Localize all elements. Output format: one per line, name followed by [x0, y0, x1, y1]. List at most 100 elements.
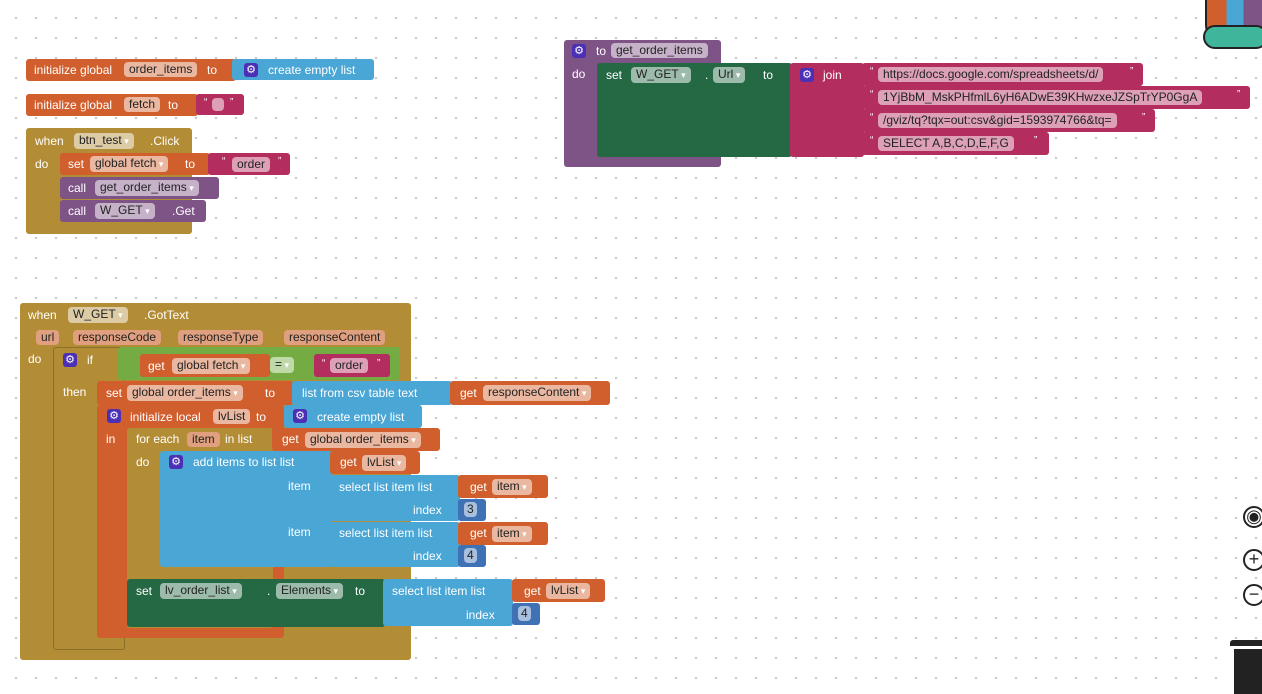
- call-get-order-items-block[interactable]: call get_order_items: [60, 177, 219, 199]
- number-block-4[interactable]: 4: [458, 545, 486, 567]
- component-dropdown[interactable]: W_GET: [68, 307, 128, 323]
- label: create empty list: [317, 410, 405, 424]
- index-label: index: [413, 549, 442, 563]
- init-global-order-items-block[interactable]: initialize global order_items to: [26, 59, 236, 81]
- var-dropdown[interactable]: lvList: [546, 583, 591, 599]
- text-field[interactable]: order: [330, 358, 369, 373]
- dot: .: [267, 584, 271, 598]
- procedure-name-field[interactable]: get_order_items: [611, 43, 708, 58]
- param-responsetype[interactable]: responseType: [178, 330, 264, 345]
- select-list-item-block-3[interactable]: select list item list index: [383, 579, 513, 626]
- set-lv-order-list-elements-block[interactable]: set lv_order_list . Elements to: [127, 579, 385, 627]
- text-field[interactable]: /gviz/tq?tqx=out:csv&gid=1593974766&tq=: [878, 113, 1117, 128]
- component-dropdown[interactable]: lv_order_list: [160, 583, 242, 599]
- create-empty-list-block[interactable]: ⚙ create empty list: [284, 405, 422, 428]
- set-global-fetch-block[interactable]: set global fetch to: [60, 153, 210, 175]
- select-list-item-block-1[interactable]: select list item list index: [330, 475, 460, 521]
- number-field[interactable]: 4: [464, 548, 477, 563]
- procedure-dropdown[interactable]: get_order_items: [95, 180, 199, 196]
- to-label: to: [596, 44, 607, 58]
- text-string-2[interactable]: “1YjBbM_MskPHfmlL6yH6ADwE39KHwzxeJZSpTrY…: [862, 86, 1250, 109]
- var-name-field[interactable]: order_items: [124, 62, 198, 77]
- set-label: set: [106, 386, 123, 400]
- mutator-gear-icon[interactable]: ⚙: [244, 63, 258, 77]
- item-label: item: [288, 479, 311, 493]
- text-field[interactable]: 1YjBbM_MskPHfmlL6yH6ADwE39KHwzxeJZSpTrYP…: [878, 90, 1203, 105]
- var-dropdown[interactable]: global order_items: [127, 385, 243, 401]
- var-dropdown[interactable]: global fetch: [90, 156, 169, 172]
- var-name-field[interactable]: fetch: [124, 97, 161, 112]
- component-dropdown[interactable]: btn_test: [74, 133, 134, 149]
- param-responsecontent[interactable]: responseContent: [284, 330, 386, 345]
- empty-text-block[interactable]: “”: [196, 94, 244, 115]
- label: create empty list: [268, 63, 356, 77]
- text-string-1[interactable]: “https://docs.google.com/spreadsheets/d/…: [862, 63, 1143, 86]
- backpack-base-icon: [1203, 25, 1262, 49]
- set-global-order-items-block[interactable]: set global order_items to: [97, 381, 293, 405]
- mutator-gear-icon[interactable]: ⚙: [800, 68, 814, 82]
- join-block[interactable]: ⚙ join: [790, 63, 864, 157]
- create-empty-list-block[interactable]: ⚙ create empty list: [232, 59, 374, 80]
- mutator-gear-icon[interactable]: ⚙: [293, 409, 307, 423]
- mutator-gear-icon[interactable]: ⚙: [572, 44, 586, 58]
- var-name-field[interactable]: lvList: [213, 409, 251, 424]
- mutator-gear-icon[interactable]: ⚙: [169, 455, 183, 469]
- select-list-item-block-2[interactable]: select list item list index: [330, 522, 460, 567]
- to-label: to: [763, 68, 774, 82]
- mutator-gear-icon[interactable]: ⚙: [63, 353, 77, 367]
- property-dropdown[interactable]: Elements: [276, 583, 344, 599]
- var-dropdown[interactable]: global fetch: [172, 358, 251, 374]
- get-global-order-items-block[interactable]: get global order_items: [272, 428, 440, 451]
- in-list-label: in list: [225, 432, 253, 446]
- text-order-block[interactable]: “order”: [314, 354, 390, 377]
- list-from-csv-table-block[interactable]: list from csv table text: [292, 381, 452, 405]
- recenter-icon[interactable]: ◉: [1243, 506, 1262, 528]
- when-label: when: [35, 134, 64, 148]
- add-items-to-list-block[interactable]: ⚙ add items to list list item item: [160, 451, 332, 567]
- text-field[interactable]: order: [232, 157, 271, 172]
- text-field[interactable]: [212, 98, 224, 111]
- number-field[interactable]: 3: [464, 502, 477, 517]
- component-dropdown[interactable]: W_GET: [95, 203, 155, 219]
- property-dropdown[interactable]: Url: [713, 67, 746, 83]
- to-label: to: [355, 584, 366, 598]
- operator-dropdown[interactable]: =: [270, 357, 295, 373]
- text-string-3[interactable]: “/gviz/tq?tqx=out:csv&gid=1593974766&tq=…: [862, 109, 1155, 132]
- var-dropdown[interactable]: global order_items: [305, 432, 421, 448]
- join-label: join: [823, 68, 842, 82]
- number-block-3[interactable]: 3: [458, 499, 486, 521]
- get-item-block-1[interactable]: get item: [458, 475, 548, 498]
- text-field[interactable]: SELECT A,B,C,D,E,F,G: [878, 136, 1014, 151]
- label: list from csv table text: [302, 386, 418, 400]
- init-global-fetch-block[interactable]: initialize global fetch to: [26, 94, 198, 116]
- event-label: .GotText: [144, 308, 189, 322]
- index-label: index: [413, 503, 442, 517]
- set-w-get-url-block[interactable]: set W_GET . Url to: [597, 63, 792, 157]
- item-var-field[interactable]: item: [187, 432, 220, 447]
- zoom-out-icon[interactable]: −: [1243, 584, 1262, 606]
- text-order-block[interactable]: “order”: [208, 153, 290, 175]
- trash-can-icon[interactable]: [1230, 640, 1262, 694]
- var-dropdown[interactable]: lvList: [362, 455, 407, 471]
- param-responsecode[interactable]: responseCode: [73, 330, 162, 345]
- get-item-block-2[interactable]: get item: [458, 522, 548, 545]
- var-dropdown[interactable]: responseContent: [483, 385, 592, 401]
- get-responsecontent-block[interactable]: get responseContent: [450, 381, 610, 405]
- label: select list item list: [339, 526, 433, 540]
- get-lvlist-block[interactable]: get lvList: [330, 451, 420, 474]
- mutator-gear-icon[interactable]: ⚙: [107, 409, 121, 423]
- component-dropdown[interactable]: W_GET: [631, 67, 691, 83]
- get-global-fetch-block[interactable]: get global fetch: [140, 354, 270, 377]
- text-field[interactable]: https://docs.google.com/spreadsheets/d/: [878, 67, 1104, 82]
- var-dropdown[interactable]: item: [492, 479, 532, 495]
- var-dropdown[interactable]: item: [492, 526, 532, 542]
- text-string-4[interactable]: “SELECT A,B,C,D,E,F,G”: [862, 132, 1049, 155]
- number-field[interactable]: 4: [518, 606, 531, 621]
- to-label: to: [256, 410, 267, 424]
- zoom-in-icon[interactable]: +: [1243, 549, 1262, 571]
- param-url[interactable]: url: [36, 330, 60, 345]
- get-label: get: [340, 455, 357, 469]
- get-lvlist-block-2[interactable]: get lvList: [512, 579, 605, 602]
- call-w-get-get-block[interactable]: call W_GET .Get: [60, 200, 206, 222]
- number-block-4b[interactable]: 4: [512, 603, 540, 625]
